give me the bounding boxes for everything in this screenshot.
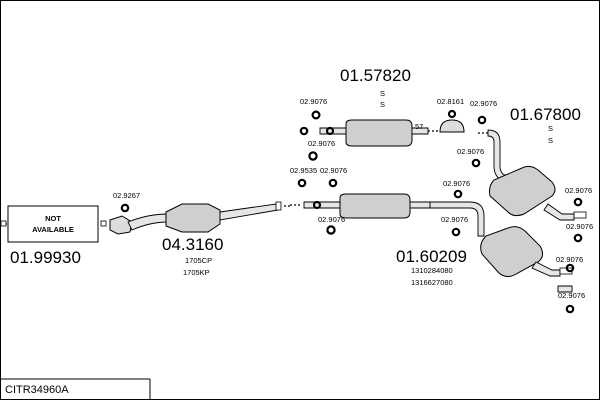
lower-mid-ring-b xyxy=(451,227,461,237)
part-57-label: 57 xyxy=(415,122,423,131)
lower-center-sub2: 1316627080 xyxy=(411,278,453,287)
mid-muffler-body xyxy=(339,193,411,219)
mid-connecting-pipe xyxy=(429,201,485,237)
right-upper-tail-tip xyxy=(573,211,587,219)
cat-body xyxy=(165,203,221,233)
mid-left-ring-c xyxy=(312,200,322,210)
right-ring-2 xyxy=(573,233,583,243)
right-number-1: 02.9076 xyxy=(565,186,592,195)
mid-left-ring-a xyxy=(297,178,307,188)
lower-right-tail-pipe xyxy=(531,261,561,277)
upper-center-mark-2: S xyxy=(380,100,385,109)
upper-right-number: 02.9076 xyxy=(470,99,497,108)
upper-center-mark-1: S xyxy=(380,89,385,98)
cat-outlet-end xyxy=(275,201,282,211)
lower-right-hanger xyxy=(557,285,573,293)
right-upper-muffler-assembly xyxy=(487,129,587,221)
cat-clamp-ring xyxy=(120,203,130,213)
lower-left-ring xyxy=(326,225,336,235)
upper-mid-clamp-icon xyxy=(439,119,465,133)
cat-sub2: 1705KP xyxy=(183,268,210,277)
lower-left-number: 02.9076 xyxy=(318,215,345,224)
cat-inlet-pipe xyxy=(127,213,169,231)
upper-left-number-1: 02.9076 xyxy=(300,97,327,106)
mid-inlet-pipe xyxy=(303,201,343,209)
upper-mid-ring xyxy=(447,109,457,119)
not-available-box xyxy=(7,205,99,243)
right-upper-tail-pipe xyxy=(543,203,575,221)
upper-left-ring-a xyxy=(299,126,309,136)
lower-mid-number-b: 02.9076 xyxy=(441,215,468,224)
cat-clamp-number: 02.9267 xyxy=(113,191,140,200)
cat-flange xyxy=(109,215,133,235)
upper-left-ring-d xyxy=(311,110,321,120)
upper-left-ring-b xyxy=(325,126,335,136)
right-upper-mark-2: S xyxy=(548,136,553,145)
lower-mid-ring-a xyxy=(453,189,463,199)
upper-center-number: 01.57820 xyxy=(340,66,411,85)
mid-left-number-a: 02.9535 xyxy=(290,166,317,175)
lower-center-sub1: 1310284080 xyxy=(411,266,453,275)
box-right-nub xyxy=(100,220,107,227)
right-ring-4 xyxy=(565,304,575,314)
mid-left-number-b: 02.9076 xyxy=(320,166,347,175)
upper-outlet-pipe xyxy=(411,127,429,135)
upper-left-number-2: 02.9076 xyxy=(308,139,335,148)
mid-outlet-pipe xyxy=(409,201,431,209)
right-ring-3 xyxy=(565,263,575,273)
lower-mid-number-a: 02.9076 xyxy=(443,179,470,188)
cat-number: 04.3160 xyxy=(162,235,223,254)
right-ring-1 xyxy=(573,197,583,207)
not-available-line1: NOT xyxy=(45,214,61,223)
cat-outlet-pipe xyxy=(219,203,279,221)
upper-mid-number: 02.8161 xyxy=(437,97,464,106)
lower-center-number: 01.60209 xyxy=(396,247,467,266)
front-pipe-number: 01.99930 xyxy=(10,248,81,267)
reference-code: CITR34960A xyxy=(5,384,69,396)
right-upper-mark-1: S xyxy=(548,124,553,133)
box-left-nub xyxy=(0,220,7,227)
cat-sub1: 1705CP xyxy=(185,256,212,265)
right-number-4: 02.9076 xyxy=(558,291,585,300)
mid-left-ring-b xyxy=(328,178,338,188)
right-number-3: 02.9076 xyxy=(556,255,583,264)
upper-right-ring xyxy=(477,115,487,125)
mid-right-ring xyxy=(471,158,481,168)
catalytic-converter-assembly xyxy=(109,201,292,235)
lower-right-muffler-body xyxy=(480,226,544,278)
right-number-2: 02.9076 xyxy=(566,222,593,231)
not-available-line2: AVAILABLE xyxy=(32,225,74,234)
right-upper-muffler-body xyxy=(489,165,556,217)
upper-muffler-body xyxy=(345,119,413,147)
right-upper-number: 01.67800 xyxy=(510,105,581,124)
mid-right-number: 02.9076 xyxy=(457,147,484,156)
upper-left-ring-c xyxy=(308,151,318,161)
